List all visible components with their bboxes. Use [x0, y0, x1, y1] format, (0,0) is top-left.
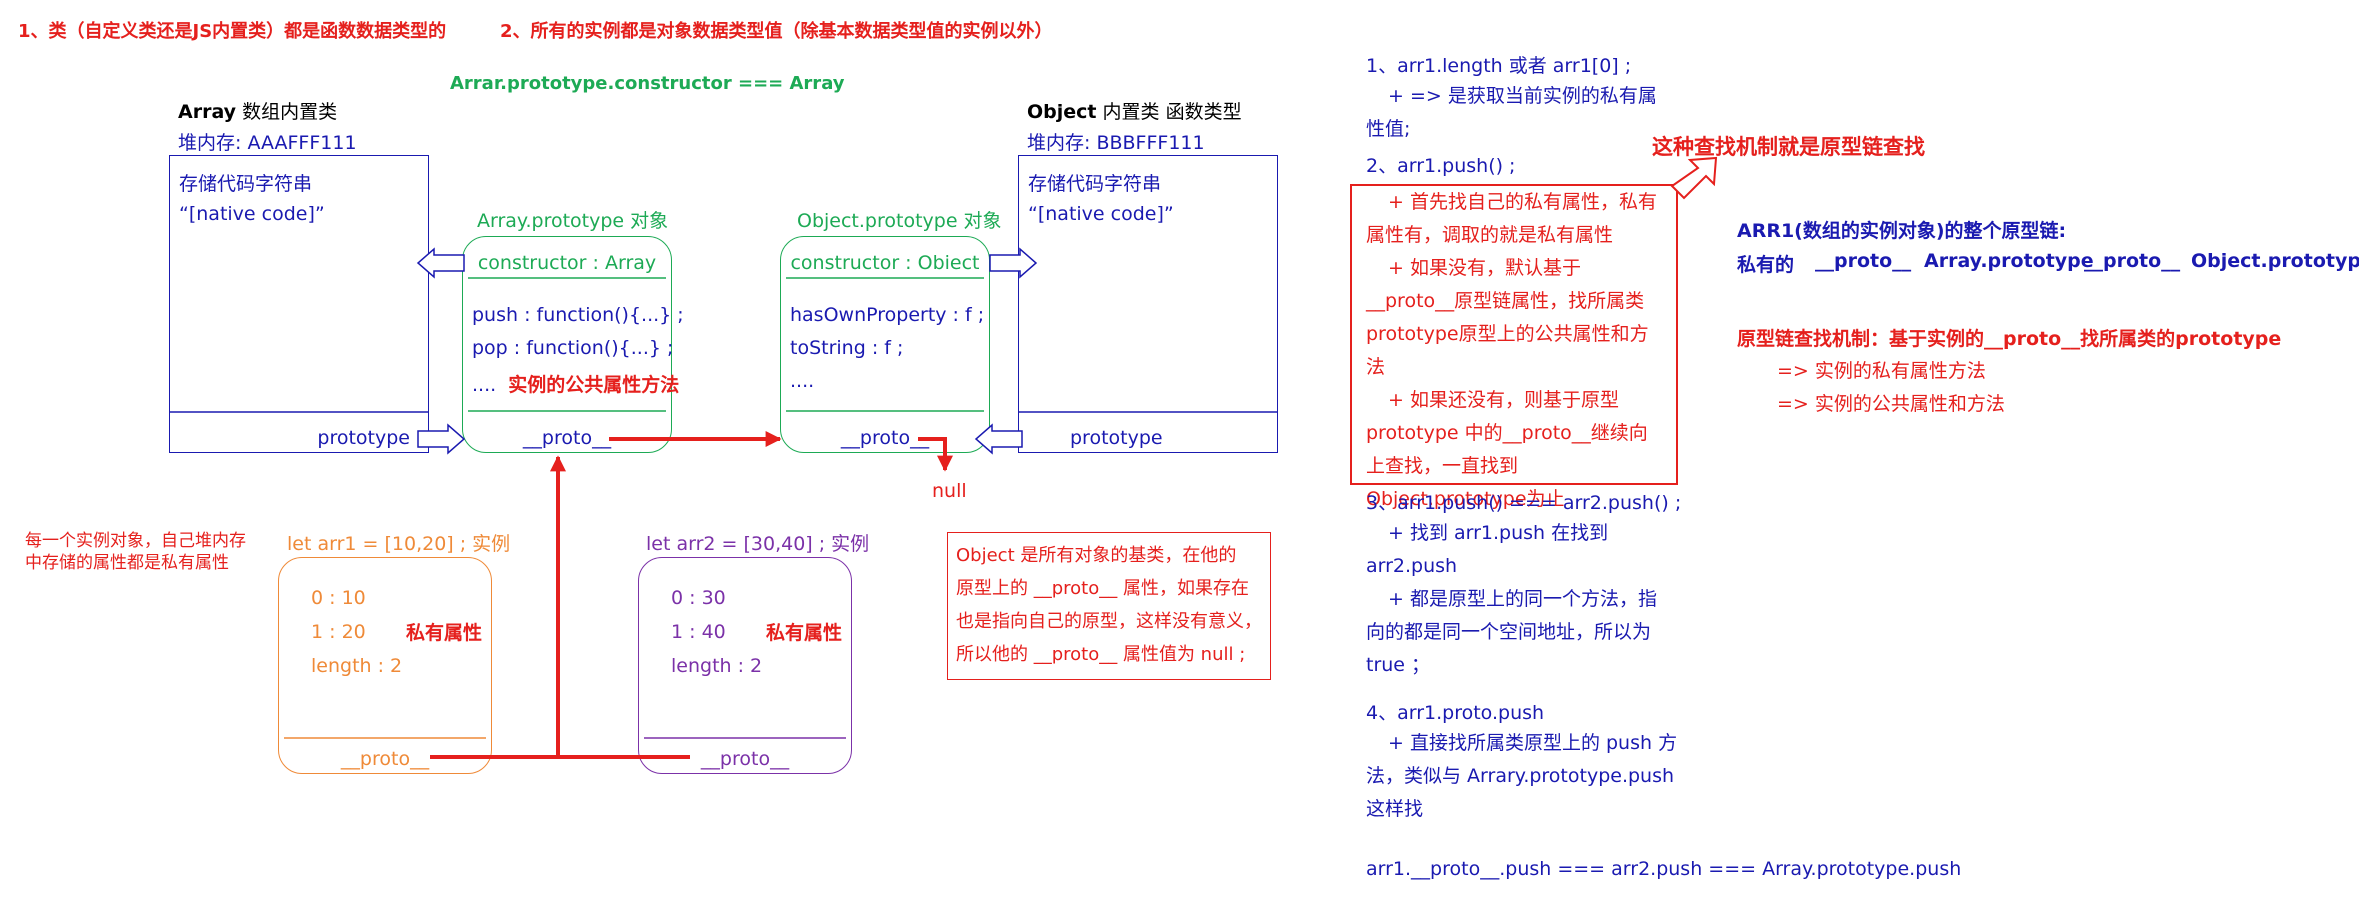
- arr1-item-0: 0 : 10: [311, 587, 366, 609]
- object-class-name: Object: [1027, 101, 1097, 123]
- chain-object-prototype: Object.prototype: [2191, 250, 2359, 272]
- arr1-proto: __proto__: [340, 748, 430, 770]
- arr1-private-label: 私有属性: [406, 622, 483, 644]
- object-prototype-hasownproperty: hasOwnProperty : f ;: [790, 304, 985, 326]
- object-note-line-3: 也是指向自己的原型，这样没有意义，: [956, 611, 1262, 632]
- note-2-lookup-box: + 首先找自己的私有属性，私有属性有，调取的就是私有属性 + 如果没有，默认基于…: [1350, 184, 1678, 510]
- array-prototype-constructor: constructor : Array: [477, 252, 657, 274]
- note-3-item-2: + 都是原型上的同一个方法，指向的都是同一个空间地址，所以为 true ；: [1366, 588, 1657, 676]
- object-class-heap-box: 存储代码字符串 “[native code]” prototype: [1018, 155, 1278, 453]
- array-class-code-label: 存储代码字符串: [179, 173, 313, 195]
- object-class-prototype-label: prototype: [1070, 427, 1163, 449]
- object-heap-address: 堆内存: BBBFFF111: [1027, 132, 1205, 154]
- note-2-step-1: + 首先找自己的私有属性，私有属性有，调取的就是私有属性: [1366, 191, 1657, 246]
- arr2-private-label: 私有属性: [766, 622, 843, 644]
- final-equality-note: arr1.__proto__.push === arr2.push === Ar…: [1366, 858, 1962, 880]
- note-1-body: + => 是获取当前实例的私有属性值;: [1366, 85, 1657, 140]
- object-note-line-1: Object 是所有对象的基类，在他的: [956, 545, 1237, 566]
- array-class-prototype-label: prototype: [317, 427, 410, 449]
- note-instances-are-objects: 2、所有的实例都是对象数据类型值（除基本数据类型值的实例以外）: [500, 21, 1053, 42]
- array-class-title: Array 数组内置类: [178, 97, 337, 124]
- arr2-proto: __proto__: [700, 748, 790, 770]
- array-prototype-more-dots: ....: [472, 374, 497, 396]
- note-2-step-3: + 如果还没有，则基于原型prototype 中的__proto__继续向上查找…: [1366, 389, 1648, 510]
- chain-proto-2: __proto__: [2084, 250, 2181, 272]
- note-3-title: 3、arr1.push() === arr2.push() ;: [1366, 492, 1682, 514]
- note-2-title: 2、arr1.push() ;: [1366, 155, 1516, 177]
- chain-step-public: => 实例的公共属性和方法: [1777, 393, 2005, 415]
- constructor-equality-note: Arrar.prototype.constructor === Array: [450, 73, 845, 94]
- array-prototype-pointer-arrow: [417, 423, 466, 455]
- object-prototype-more-dots: ....: [790, 370, 815, 392]
- note-1-title: 1、arr1.length 或者 arr1[0] ;: [1366, 55, 1632, 77]
- array-prototype-push: push : function(){...} ;: [472, 304, 684, 326]
- instance-private-note: 每一个实例对象，自己堆内存中存储的属性都是私有属性: [25, 531, 246, 573]
- array-prototype-pop: pop : function(){...} ;: [472, 337, 674, 359]
- object-prototype-constructor: constructor : Obiect: [790, 252, 980, 274]
- object-class-code-label: 存储代码字符串: [1028, 173, 1162, 195]
- object-class-desc: 内置类 函数类型: [1096, 101, 1242, 123]
- note-classes-are-functions: 1、类（自定义类还是JS内置类）都是函数数据类型的: [18, 21, 447, 42]
- null-label: null: [932, 480, 967, 502]
- arr2-item-1: 1 : 40: [671, 621, 726, 643]
- object-proto-to-null-arrow: [918, 437, 953, 472]
- arr2-item-length: length : 2: [671, 655, 763, 677]
- array-prototype-heap-box: constructor : Array push : function(){..…: [462, 236, 684, 453]
- object-prototype-title: Object.prototype 对象: [797, 210, 1002, 232]
- arr1-heap-box: 0 : 10 1 : 20 length : 2 私有属性 __proto__: [278, 557, 492, 774]
- callout-arrow: [1670, 156, 1718, 200]
- arr2-item-0: 0 : 30: [671, 587, 726, 609]
- array-prototype-proto: __proto__: [522, 427, 612, 449]
- array-class-desc: 数组内置类: [236, 101, 338, 123]
- object-note-line-2: 原型上的 __proto__ 属性，如果存在: [956, 578, 1249, 599]
- array-class-native-code: “[native code]”: [179, 203, 325, 225]
- object-class-native-code: “[native code]”: [1028, 203, 1174, 225]
- arr2-heap-box: 0 : 30 1 : 40 length : 2 私有属性 __proto__: [638, 557, 852, 774]
- chain-title: ARR1(数组的实例对象)的整个原型链:: [1737, 220, 2067, 242]
- arr1-item-length: length : 2: [311, 655, 403, 677]
- note-4-title: 4、arr1.proto.push: [1366, 702, 1545, 724]
- arr2-title: let arr2 = [30,40] ; 实例: [646, 533, 870, 555]
- note-3-item-1: + 找到 arr1.push 在找到arr2.push: [1366, 522, 1609, 577]
- object-null-note-box: Object 是所有对象的基类，在他的 原型上的 __proto__ 属性，如果…: [947, 532, 1271, 680]
- chain-mechanism: 原型链查找机制：基于实例的__proto__找所属类的prototype: [1737, 328, 2282, 350]
- object-prototype-tostring: toString : f ;: [790, 337, 904, 359]
- arr1-item-1: 1 : 20: [311, 621, 366, 643]
- object-class-title: Object 内置类 函数类型: [1027, 97, 1242, 124]
- constructor-to-array-arrow: [416, 247, 465, 279]
- note-2-step-2: + 如果没有，默认基于__proto__原型链属性，找所属类 prototype…: [1366, 257, 1649, 378]
- chain-private: 私有的: [1737, 254, 1795, 276]
- array-prototype-more: .... 实例的公共属性方法: [472, 370, 679, 397]
- constructor-to-object-arrow: [989, 247, 1038, 279]
- chain-array-prototype: Array.prototype: [1924, 250, 2094, 272]
- array-class-name: Array: [178, 101, 237, 123]
- prototype-chain-lookup-callout: 这种查找机制就是原型链查找: [1652, 135, 1925, 159]
- note-4-body: + 直接找所属类原型上的 push 方法，类似与 Arrary.prototyp…: [1366, 732, 1678, 820]
- object-prototype-pointer-arrow: [974, 423, 1023, 455]
- object-prototype-proto: __proto__: [840, 427, 930, 449]
- array-heap-address: 堆内存: AAAFFF111: [178, 132, 357, 154]
- object-note-line-4: 所以他的 __proto__ 属性值为 null ;: [956, 644, 1246, 665]
- array-class-heap-box: 存储代码字符串 “[native code]” prototype: [169, 155, 429, 453]
- chain-proto-1: __proto__: [1815, 250, 1912, 272]
- array-prototype-public-methods-label: 实例的公共属性方法: [508, 374, 680, 396]
- arr1-title: let arr1 = [10,20] ; 实例: [287, 533, 511, 555]
- chain-step-private: => 实例的私有属性方法: [1777, 360, 1986, 382]
- array-prototype-title: Array.prototype 对象: [477, 210, 669, 232]
- object-prototype-heap-box: constructor : Obiect hasOwnProperty : f …: [780, 236, 990, 453]
